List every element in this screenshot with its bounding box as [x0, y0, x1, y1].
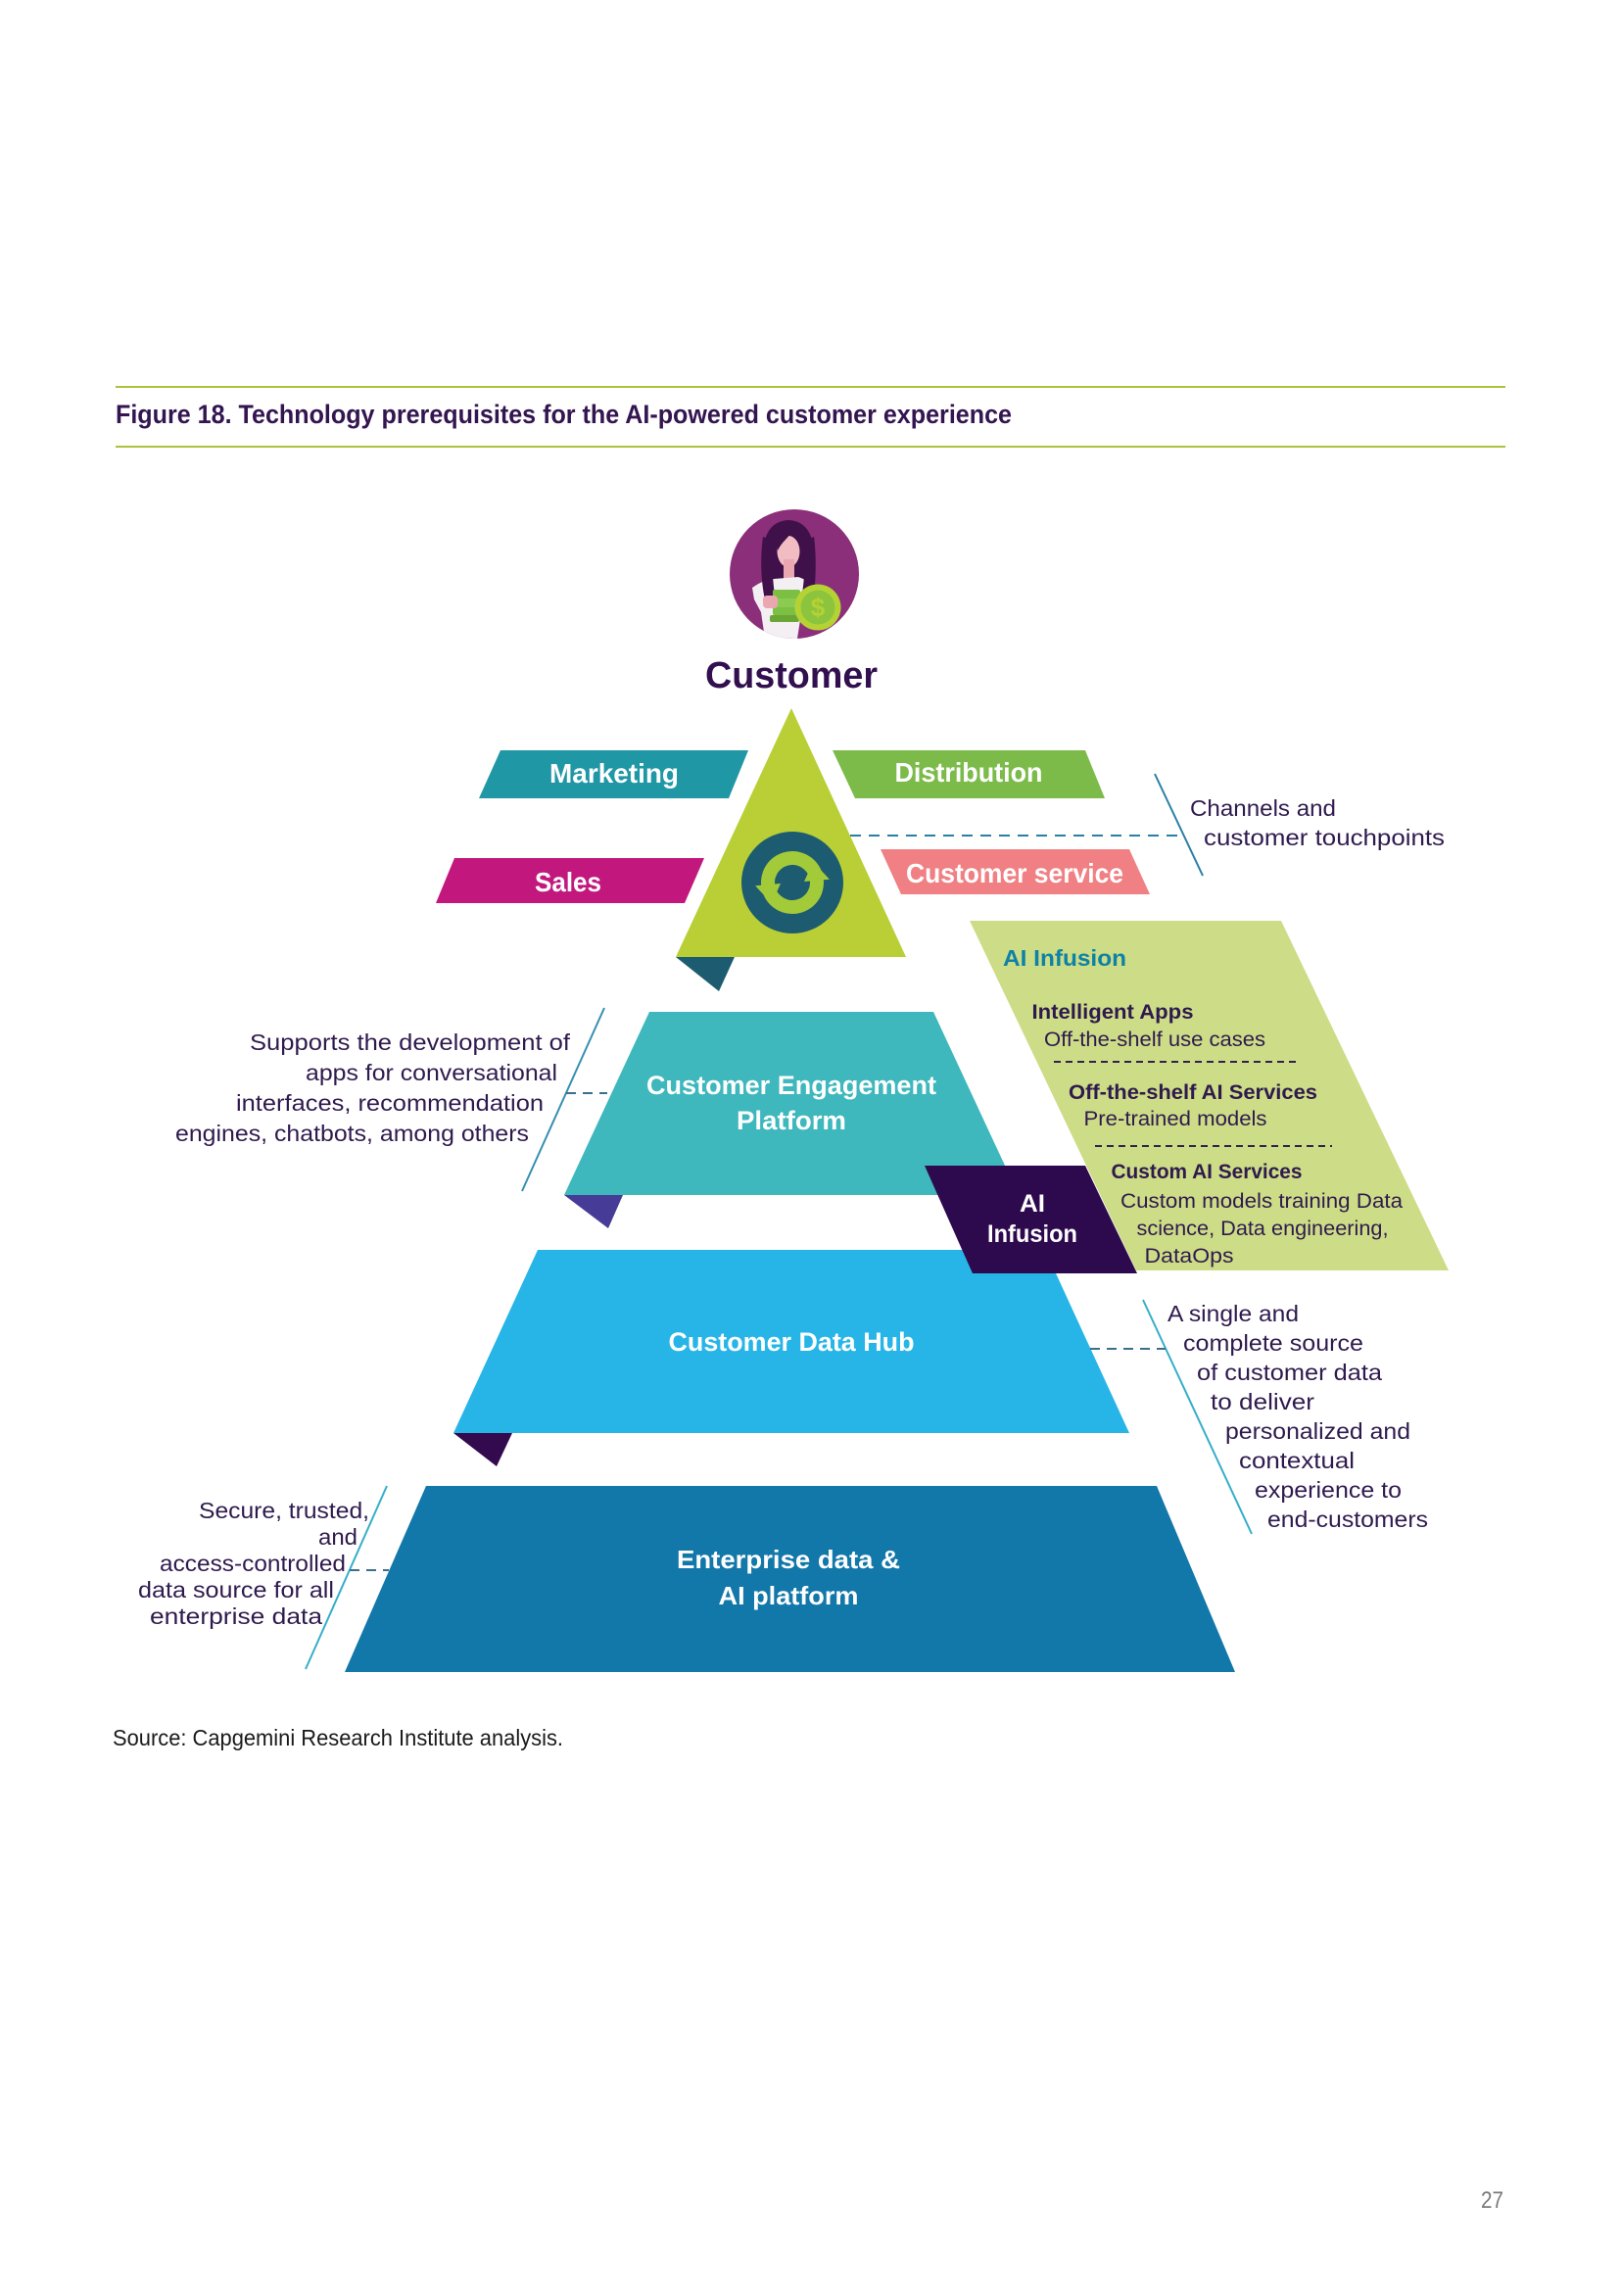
- svg-text:end-customers: end-customers: [1267, 1507, 1428, 1532]
- svg-text:Custom AI Services: Custom AI Services: [1112, 1161, 1303, 1183]
- svg-text:Customer Engagement: Customer Engagement: [646, 1071, 936, 1100]
- svg-text:Custom models training Data: Custom models training Data: [1120, 1190, 1403, 1213]
- svg-text:interfaces, recommendation: interfaces, recommendation: [236, 1090, 544, 1116]
- svg-text:A single and: A single and: [1167, 1301, 1299, 1326]
- svg-text:DataOps: DataOps: [1145, 1245, 1234, 1268]
- svg-text:science, Data engineering,: science, Data engineering,: [1137, 1218, 1389, 1240]
- svg-text:Off-the-shelf AI Services: Off-the-shelf AI Services: [1069, 1081, 1317, 1104]
- svg-text:AI platform: AI platform: [719, 1581, 859, 1610]
- svg-text:engines, chatbots, among other: engines, chatbots, among others: [175, 1121, 529, 1146]
- svg-text:Channels and: Channels and: [1190, 795, 1336, 821]
- svg-text:complete source: complete source: [1183, 1330, 1363, 1356]
- svg-text:personalized and: personalized and: [1225, 1418, 1410, 1444]
- svg-text:Pre-trained models: Pre-trained models: [1084, 1108, 1267, 1130]
- svg-text:of customer data: of customer data: [1197, 1360, 1382, 1385]
- svg-text:access-controlled: access-controlled: [160, 1551, 346, 1576]
- svg-text:Platform: Platform: [737, 1106, 846, 1135]
- svg-text:Marketing: Marketing: [549, 758, 679, 789]
- svg-text:data source for all: data source for all: [138, 1577, 334, 1602]
- svg-text:to deliver: to deliver: [1211, 1389, 1314, 1414]
- svg-text:Sales: Sales: [535, 867, 601, 897]
- svg-text:Infusion: Infusion: [987, 1220, 1077, 1248]
- svg-text:Customer service: Customer service: [906, 858, 1123, 888]
- svg-text:Figure 18. Technology prerequi: Figure 18. Technology prerequisites for …: [116, 400, 1012, 429]
- svg-text:contextual: contextual: [1239, 1448, 1355, 1473]
- svg-text:apps for conversational: apps for conversational: [306, 1060, 557, 1085]
- svg-text:and: and: [318, 1524, 357, 1550]
- svg-text:Enterprise data &: Enterprise data &: [677, 1545, 900, 1574]
- svg-text:Source: Capgemini Research Ins: Source: Capgemini Research Institute ana…: [113, 1725, 563, 1750]
- svg-text:Off-the-shelf use cases: Off-the-shelf use cases: [1044, 1028, 1265, 1051]
- svg-text:Customer: Customer: [705, 655, 878, 696]
- svg-text:Secure, trusted,: Secure, trusted,: [199, 1498, 369, 1523]
- svg-text:enterprise data: enterprise data: [150, 1603, 322, 1629]
- svg-text:Distribution: Distribution: [895, 757, 1043, 788]
- svg-text:experience to: experience to: [1255, 1477, 1402, 1503]
- svg-text:Customer Data Hub: Customer Data Hub: [669, 1327, 915, 1357]
- svg-text:Supports the development of: Supports the development of: [250, 1029, 571, 1055]
- svg-text:$: $: [811, 593, 826, 622]
- svg-text:customer touchpoints: customer touchpoints: [1204, 825, 1445, 850]
- svg-text:Intelligent Apps: Intelligent Apps: [1032, 1001, 1194, 1024]
- svg-text:27: 27: [1481, 2187, 1503, 2214]
- svg-text:AI: AI: [1020, 1190, 1045, 1218]
- svg-text:AI Infusion: AI Infusion: [1003, 945, 1126, 971]
